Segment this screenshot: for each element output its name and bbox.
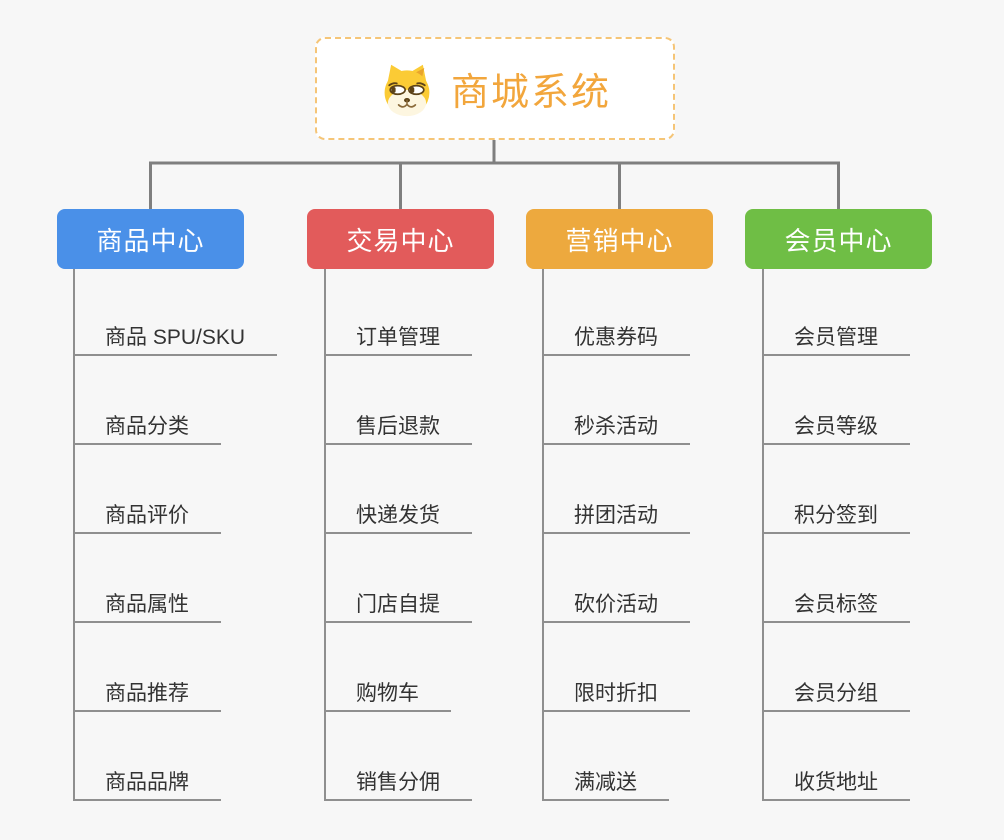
leaf-label: 商品分类 <box>105 415 189 438</box>
leaf-node[interactable]: 会员分组 <box>762 678 910 712</box>
leaf-node[interactable]: 会员等级 <box>762 411 910 445</box>
leaf-node[interactable]: 售后退款 <box>324 411 472 445</box>
leaf-label: 快递发货 <box>356 504 440 527</box>
leaf-label: 会员分组 <box>794 682 878 705</box>
leaf-label: 会员管理 <box>794 326 878 349</box>
leaf-node[interactable]: 收货地址 <box>762 767 910 801</box>
leaf-node[interactable]: 商品品牌 <box>73 767 221 801</box>
leaf-label: 商品 SPU/SKU <box>105 326 246 349</box>
leaf-label: 优惠券码 <box>574 326 658 349</box>
leaf-label: 秒杀活动 <box>574 415 658 438</box>
root-node[interactable]: 商城系统 <box>315 37 675 140</box>
branch-spine <box>73 269 75 801</box>
leaf-label: 商品品牌 <box>105 771 189 794</box>
root-title: 商城系统 <box>450 72 611 114</box>
leaf-label: 会员等级 <box>794 415 878 438</box>
leaf-label: 收货地址 <box>794 771 878 794</box>
leaf-label: 拼团活动 <box>574 504 658 527</box>
leaf-node[interactable]: 销售分佣 <box>324 767 472 801</box>
leaf-node[interactable]: 拼团活动 <box>542 500 690 534</box>
branch-label: 营销中心 <box>565 225 674 256</box>
leaf-node[interactable]: 门店自提 <box>324 589 472 623</box>
leaf-node[interactable]: 优惠券码 <box>542 322 690 356</box>
leaf-label: 商品评价 <box>105 504 189 527</box>
leaf-node[interactable]: 会员管理 <box>762 322 910 356</box>
leaf-label: 满减送 <box>574 771 637 794</box>
branch-node-product-center[interactable]: 商品中心 <box>57 209 244 269</box>
branch-node-member-center[interactable]: 会员中心 <box>745 209 932 269</box>
leaf-label: 订单管理 <box>356 326 440 349</box>
branch-label: 商品中心 <box>96 225 205 256</box>
leaf-node[interactable]: 商品推荐 <box>73 678 221 712</box>
branch-spine <box>542 269 544 801</box>
leaf-label: 砍价活动 <box>574 593 658 616</box>
branch-label: 会员中心 <box>784 225 893 256</box>
leaf-label: 门店自提 <box>356 593 440 616</box>
leaf-node[interactable]: 购物车 <box>324 678 451 712</box>
leaf-label: 售后退款 <box>356 415 440 438</box>
leaf-node[interactable]: 商品属性 <box>73 589 221 623</box>
leaf-label: 商品属性 <box>105 593 189 616</box>
leaf-label: 限时折扣 <box>574 682 658 705</box>
leaf-label: 会员标签 <box>794 593 878 616</box>
leaf-node[interactable]: 订单管理 <box>324 322 472 356</box>
leaf-node[interactable]: 会员标签 <box>762 589 910 623</box>
branch-spine <box>762 269 764 801</box>
leaf-node[interactable]: 商品评价 <box>73 500 221 534</box>
leaf-node[interactable]: 商品 SPU/SKU <box>73 322 278 356</box>
leaf-node[interactable]: 砍价活动 <box>542 589 690 623</box>
leaf-node[interactable]: 秒杀活动 <box>542 411 690 445</box>
dog-face-icon <box>384 64 430 116</box>
leaf-node[interactable]: 限时折扣 <box>542 678 690 712</box>
leaf-label: 购物车 <box>356 682 419 705</box>
leaf-node[interactable]: 积分签到 <box>762 500 910 534</box>
leaf-node[interactable]: 商品分类 <box>73 411 221 445</box>
leaf-label: 销售分佣 <box>356 771 440 794</box>
leaf-label: 商品推荐 <box>105 682 189 705</box>
leaf-node[interactable]: 快递发货 <box>324 500 472 534</box>
branch-node-trade-center[interactable]: 交易中心 <box>307 209 494 269</box>
leaf-node[interactable]: 满减送 <box>542 767 669 801</box>
branch-spine <box>324 269 326 801</box>
branch-label: 交易中心 <box>346 225 455 256</box>
branch-node-marketing-center[interactable]: 营销中心 <box>526 209 713 269</box>
leaf-label: 积分签到 <box>794 504 878 527</box>
